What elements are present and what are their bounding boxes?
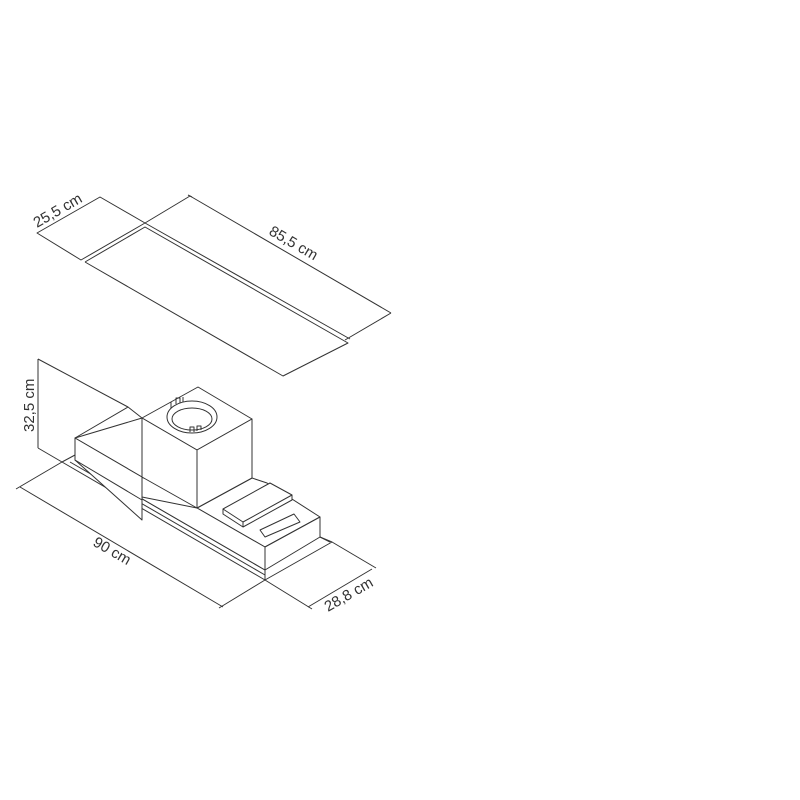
duct-outlet-outer	[166, 400, 218, 434]
hood-body	[61, 386, 333, 581]
dimension-label-top-width: 25,5 cm	[31, 190, 86, 231]
control-panel-2	[259, 513, 301, 538]
duct-outlet-inner	[171, 407, 213, 431]
control-panel-1	[222, 482, 293, 528]
flange-line	[319, 536, 331, 543]
panel-edge	[344, 312, 392, 341]
panel-strip-line	[144, 222, 351, 340]
right-box-side	[264, 516, 321, 571]
length-extension	[218, 579, 266, 609]
length-dimension-line	[19, 486, 224, 608]
depth-extension	[264, 579, 313, 610]
dimension-label-depth: 28,8 cm	[322, 574, 377, 615]
dimension-label-length: 90 cm	[90, 534, 134, 569]
dimension-label-top-length: 85,5 cm	[266, 223, 321, 264]
depth-dimension-line	[307, 568, 373, 608]
panel-main-outline-lower	[84, 226, 349, 377]
dimension-lines	[15, 358, 377, 610]
left-box-front-2	[74, 437, 143, 501]
dimension-label-height: 32,5 cm	[21, 379, 38, 432]
chimney-side	[196, 418, 253, 509]
height-extension	[37, 358, 129, 408]
depth-extension	[331, 541, 377, 569]
duct-clips	[170, 397, 202, 432]
panel-main-outline	[144, 195, 392, 314]
length-extension	[15, 461, 63, 490]
height-extension	[37, 447, 63, 463]
top-panel	[36, 194, 392, 377]
dimension-tick	[187, 194, 193, 198]
